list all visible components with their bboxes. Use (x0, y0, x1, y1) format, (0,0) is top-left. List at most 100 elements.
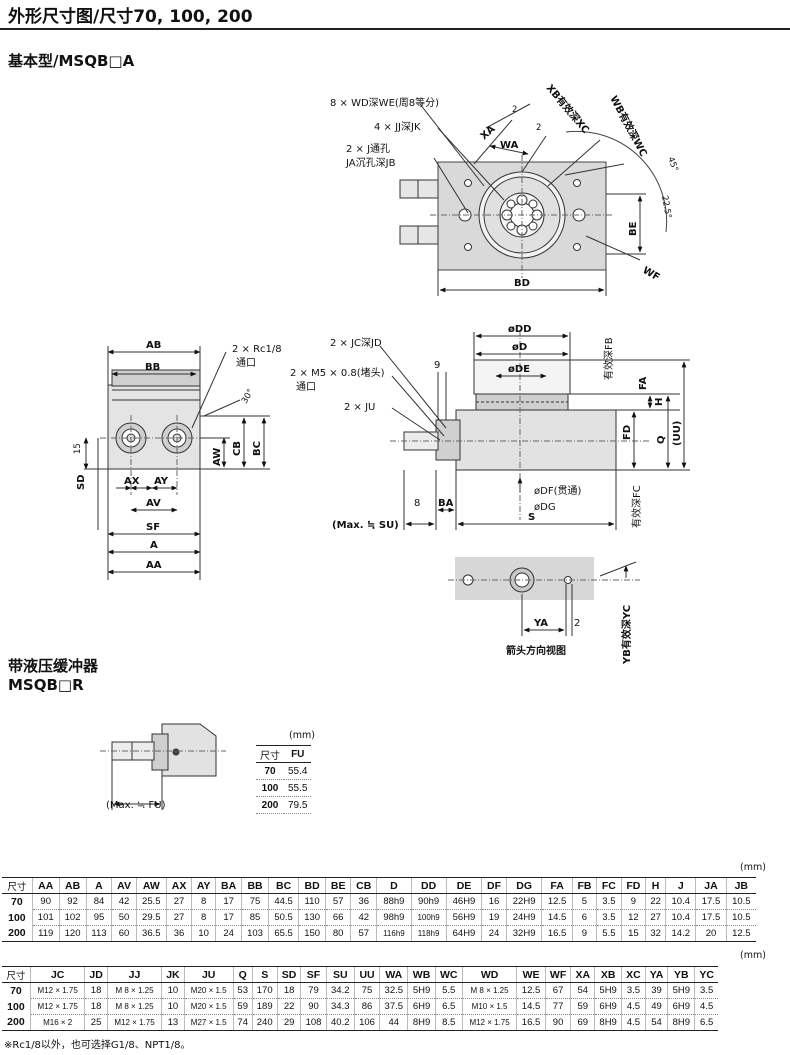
label-max-fu: (Max. ≒ FU) (106, 800, 166, 811)
table-cell: 119 (31, 925, 60, 942)
table-cell: 32H9 (505, 925, 542, 942)
table-cell: 10 (161, 998, 185, 1015)
table-cell: 150 (298, 925, 326, 942)
table-cell: 10 (191, 925, 216, 942)
table-cell: 49 (644, 998, 668, 1015)
table-cell: 6H9 (407, 998, 436, 1015)
table-cell: 50.5 (267, 909, 299, 926)
label-ab: AB (146, 340, 161, 351)
table-cell: M16 × 2 (29, 1014, 85, 1031)
row-size-label: 200 (2, 1014, 31, 1031)
table-cell: 46H9 (445, 893, 482, 910)
fu-header-size: 尺寸 (256, 745, 284, 763)
label-max-su: (Max. ≒ SU) (332, 520, 399, 531)
spec-table-1-header: 尺寸 (2, 877, 33, 894)
spec-table-1-header: H (645, 877, 666, 894)
table-cell: 37.5 (379, 998, 408, 1015)
table-cell: 17.5 (695, 909, 727, 926)
label-ax: AX (124, 476, 140, 487)
table-cell: 8H9 (667, 1014, 695, 1031)
table-cell: 36.5 (135, 925, 167, 942)
label-wf: WF (641, 265, 662, 283)
table-cell: 67 (544, 982, 571, 999)
label-two-b: 2 (536, 123, 541, 133)
table-cell: 12.5 (725, 925, 756, 942)
spec-table-1-header: JA (695, 877, 727, 894)
label-fd: FD (622, 425, 633, 440)
table-cell: 75 (241, 893, 269, 910)
label-port: 通口 (236, 357, 256, 369)
label-bc: BC (252, 441, 263, 456)
table-cell: 90h9 (410, 893, 447, 910)
fu-table-unit: (mm) (289, 730, 315, 741)
table-cell: 17 (215, 909, 242, 926)
table-cell: 14.5 (541, 909, 573, 926)
section-hydraulic-title: 带液压缓冲器 MSQB□R (8, 655, 98, 694)
spec-table-1-header: AV (111, 877, 137, 894)
spec-table-2-header: WE (516, 966, 546, 983)
spec-table-1-header: A (85, 877, 112, 894)
table-cell: 57 (350, 925, 377, 942)
label-s: S (528, 512, 535, 523)
table-cell: 55.4 (284, 762, 312, 780)
row-size-label: 100 (256, 779, 284, 797)
spec-table-1-header: FB (571, 877, 597, 894)
table-cell: 10.5 (725, 893, 756, 910)
table-cell: M 8 × 1.25 (106, 998, 162, 1015)
spec-table-1-header: AW (135, 877, 167, 894)
table-cell: 59 (232, 998, 253, 1015)
table-cell: 118h9 (410, 925, 447, 942)
table-cell: 5H9 (594, 982, 622, 999)
table-cell: 14.5 (516, 998, 546, 1015)
table-cell: 29 (276, 1014, 301, 1031)
table-cell: 8 (191, 893, 216, 910)
label-arrow-view: 箭头方向视图 (506, 644, 566, 657)
spec-table-1-header: DG (505, 877, 542, 894)
label-port2: 通口 (296, 381, 316, 393)
spec-table-2-header: JJ (106, 966, 162, 983)
table-cell: 10.4 (665, 909, 696, 926)
table-cell: 39 (644, 982, 668, 999)
table-cell: 90 (300, 998, 327, 1015)
spec-table-2-header: YB (667, 966, 695, 983)
table-cell: 12 (620, 909, 646, 926)
spec-table-2-header: JD (84, 966, 108, 983)
page-title: 外形尺寸图/尺寸70, 100, 200 (8, 7, 253, 27)
label-ja: JA沉孔深JB (345, 156, 396, 169)
label-j: 2 × J通孔 (346, 143, 390, 155)
spec-table-1-header: AY (191, 877, 216, 894)
label-bd: BD (514, 278, 530, 289)
table-cell: 27 (165, 893, 192, 910)
table-cell: 16 (481, 893, 507, 910)
table-cell: 92 (58, 893, 86, 910)
spec-table-2-header: XA (570, 966, 595, 983)
table-cell: 34.2 (325, 982, 355, 999)
spec-table-1-header: AB (58, 877, 86, 894)
spec-table-2-header: YA (644, 966, 668, 983)
table-cell: M10 × 1.5 (461, 998, 517, 1015)
table-cell: 6.5 (694, 1014, 718, 1031)
spec-table-1-header: FA (541, 877, 573, 894)
table-cell: 4.5 (621, 1014, 646, 1031)
label-wa: WA (500, 140, 519, 151)
label-ba: BA (438, 498, 454, 509)
table-cell: 3.5 (694, 982, 718, 999)
spec-table-2-header: SF (300, 966, 327, 983)
table-cell: 42 (111, 893, 137, 910)
table-cell: 6 (571, 909, 597, 926)
table-cell: 22 (645, 893, 666, 910)
table-cell: 8.5 (434, 1014, 463, 1031)
spec-table-1-header: CB (350, 877, 377, 894)
arrow-view-labels: YA 2 YB有效深YC 箭头方向视图 (506, 605, 633, 665)
label-fa: FA (638, 376, 649, 390)
title-rule (0, 28, 790, 30)
table-cell: 102 (58, 909, 86, 926)
table-cell: 12.5 (516, 982, 546, 999)
spec-table-1-header: BC (267, 877, 299, 894)
spec-table-1-header: BA (215, 877, 242, 894)
table-cell: 44.5 (267, 893, 299, 910)
table-cell: 22 (276, 998, 301, 1015)
table-cell: 34.3 (325, 998, 355, 1015)
spec-table-2-header: SD (276, 966, 301, 983)
table-cell: 5H9 (667, 982, 695, 999)
